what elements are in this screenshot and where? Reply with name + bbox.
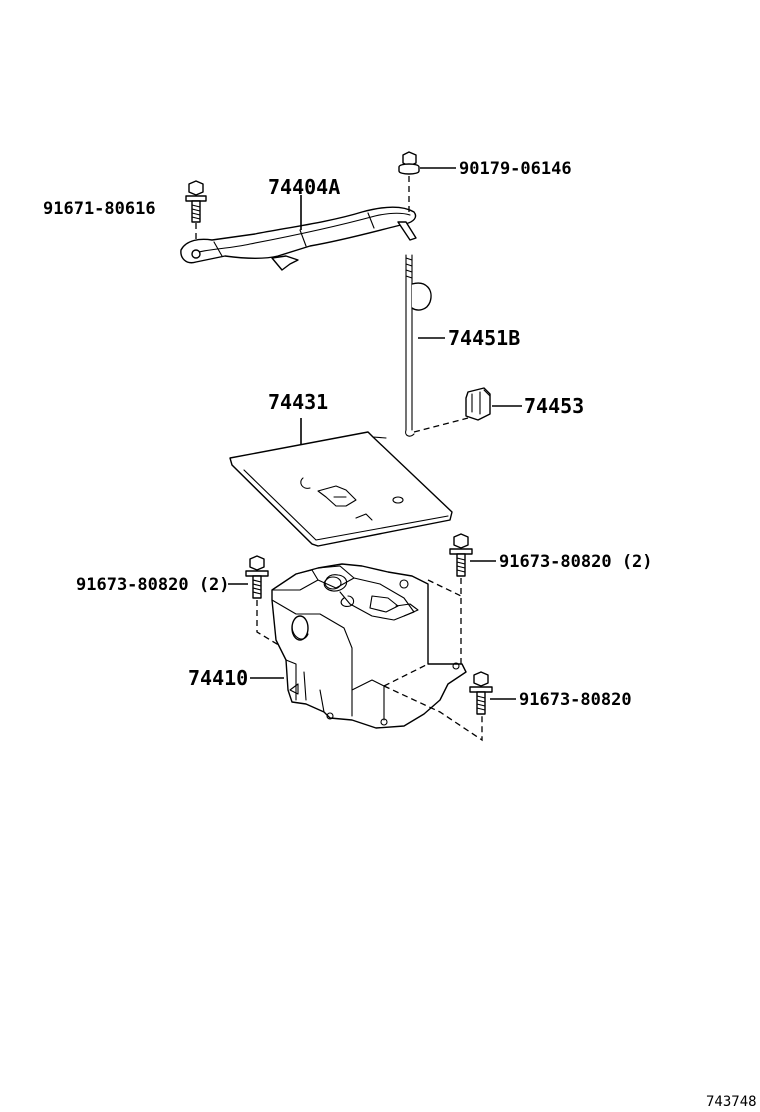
label-bolt-left: 91673-80820 (2) bbox=[76, 575, 230, 595]
label-bolt-right-lower: 91673-80820 bbox=[519, 690, 632, 710]
bracket-74404a-drawing bbox=[180, 195, 417, 271]
label-bolt-right-upper: 91673-80820 (2) bbox=[499, 552, 653, 572]
nut-90179-06146-drawing bbox=[398, 151, 456, 212]
diagram-id: 743748 bbox=[706, 1094, 757, 1110]
label-carrier-74410: 74410 bbox=[188, 666, 248, 690]
tray-74431-drawing bbox=[229, 418, 453, 547]
carrier-74410-drawing bbox=[250, 563, 483, 742]
label-clamp-74453: 74453 bbox=[524, 394, 584, 418]
rod-74451b-drawing bbox=[405, 254, 445, 437]
label-nut-90179-06146: 90179-06146 bbox=[459, 159, 572, 179]
label-rod-74451b: 74451B bbox=[448, 326, 520, 350]
bolt-right-upper-drawing bbox=[427, 533, 496, 664]
bolt-91671-80616-drawing bbox=[185, 180, 207, 242]
label-tray-74431: 74431 bbox=[268, 390, 328, 414]
label-bolt-91671-80616: 91671-80616 bbox=[43, 199, 156, 219]
clamp-74453-drawing bbox=[413, 387, 522, 433]
bolt-right-lower-drawing bbox=[469, 671, 516, 715]
label-bracket-74404a: 74404A bbox=[268, 175, 340, 199]
